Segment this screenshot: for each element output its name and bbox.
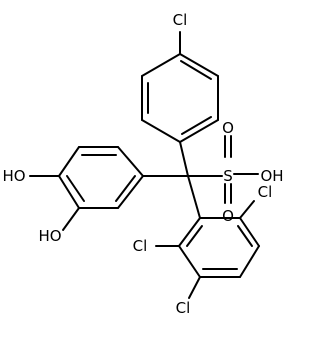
- bond: [179, 119, 219, 143]
- bond: [117, 175, 144, 209]
- bond: [187, 175, 201, 219]
- sulfur-label: S: [223, 167, 233, 185]
- central-carbon-bonds: [142, 141, 223, 219]
- bond: [58, 146, 80, 177]
- bond: [62, 207, 80, 231]
- hydroxyl-label-4: HO: [2, 167, 25, 185]
- double-bond-inner: [181, 116, 212, 135]
- bond: [58, 175, 80, 209]
- double-bond-inner: [115, 175, 136, 202]
- double-bond-inner: [66, 175, 85, 202]
- bond: [179, 141, 189, 177]
- sulfonyl-group: [224, 135, 259, 204]
- bond: [178, 245, 201, 278]
- double-bond-inner: [180, 60, 212, 80]
- bond: [188, 276, 201, 299]
- chlorophenyl-ring: [141, 31, 219, 143]
- chemical-structure-diagram: Cl OH S O O HO HO Cl Cl Cl: [2, 11, 283, 317]
- chlorine-label-para: Cl: [173, 11, 188, 29]
- bond: [179, 53, 219, 77]
- trichlorophenyl-ring: [155, 200, 260, 299]
- chlorine-label-ortho: Cl: [258, 183, 273, 201]
- bond: [239, 245, 260, 278]
- bond: [141, 53, 181, 77]
- oxygen-label-top: O: [222, 119, 234, 137]
- bond: [239, 200, 255, 219]
- double-bond-inner: [237, 225, 253, 247]
- chlorine-label-meta: Cl: [133, 237, 148, 255]
- sulfonic-hydroxyl-label: OH: [260, 167, 283, 185]
- bond: [178, 217, 201, 247]
- bond: [239, 217, 260, 247]
- oxygen-label-bottom: O: [222, 207, 234, 225]
- double-bond-inner: [186, 225, 203, 247]
- dihydroxyphenyl-ring: [29, 146, 144, 231]
- chlorine-label-ortho-prime: Cl: [176, 299, 191, 317]
- hydroxyl-label-3: HO: [38, 227, 61, 245]
- bond: [141, 119, 181, 143]
- bond: [117, 146, 144, 177]
